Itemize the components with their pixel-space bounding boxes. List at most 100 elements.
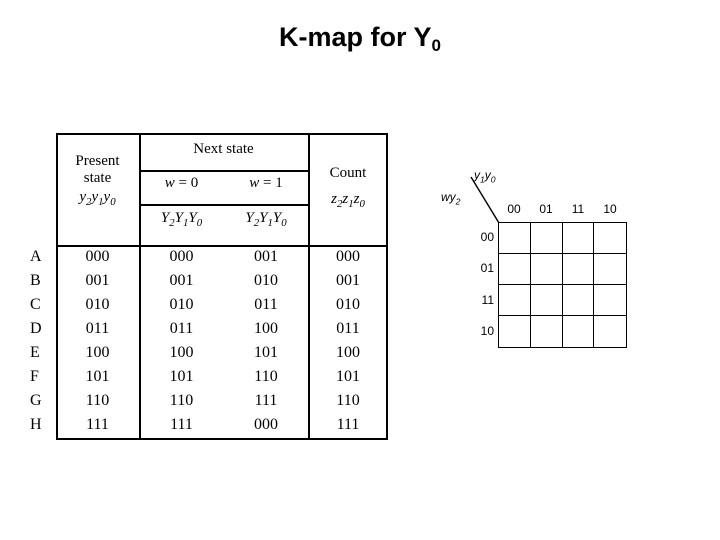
cell-present-state: 111 bbox=[86, 416, 109, 433]
state-row-label: D bbox=[30, 320, 42, 337]
header-present-state-vars: y2y1y0 bbox=[79, 189, 116, 208]
cell-count: 010 bbox=[336, 296, 360, 313]
kmap-cell[interactable] bbox=[562, 254, 595, 285]
cell-present-state: 010 bbox=[85, 296, 110, 313]
kmap-cell[interactable] bbox=[530, 223, 563, 254]
header-count-label: Count bbox=[329, 165, 367, 181]
kmap-cell[interactable] bbox=[594, 285, 626, 316]
cell-next-state-w0: 110 bbox=[169, 392, 194, 409]
cell-next-state-w0: 100 bbox=[169, 344, 194, 361]
kmap-row-label: 00 bbox=[480, 230, 494, 244]
cell-present-state: 100 bbox=[85, 344, 110, 361]
state-row-label: F bbox=[30, 368, 39, 385]
cell-next-state-w0: 011 bbox=[169, 320, 194, 337]
kmap-cell[interactable] bbox=[530, 254, 563, 285]
header-next-vars-w0: Y2Y1Y0 bbox=[160, 210, 203, 229]
kmap-left-variable-label: wy2 bbox=[441, 190, 461, 207]
table-divider-present-next bbox=[139, 133, 141, 440]
cell-next-state-w0: 101 bbox=[169, 368, 194, 385]
cell-next-state-w1: 101 bbox=[254, 344, 278, 361]
kmap-row-label: 01 bbox=[480, 261, 494, 275]
table-divider-header-body bbox=[56, 245, 388, 247]
table-row: 100 100 101 100 bbox=[56, 341, 388, 365]
state-row-label: G bbox=[30, 392, 42, 409]
kmap-top-variable-label: y1y0 bbox=[474, 168, 496, 185]
table-row: 110 110 111 110 bbox=[56, 389, 388, 413]
header-next-state: Next state bbox=[193, 141, 254, 157]
table-divider-next-count bbox=[308, 133, 310, 440]
cell-next-state-w1: 001 bbox=[254, 248, 278, 265]
cell-next-state-w0: 000 bbox=[169, 248, 194, 265]
kmap-grid bbox=[498, 222, 627, 348]
cell-present-state: 000 bbox=[85, 248, 110, 265]
cell-count: 100 bbox=[336, 344, 360, 361]
kmap-cell[interactable] bbox=[530, 285, 563, 316]
kmap-row-label: 10 bbox=[480, 324, 494, 338]
cell-count: 000 bbox=[336, 248, 360, 265]
cell-count: 101 bbox=[336, 368, 360, 385]
header-present-state-line1: Present bbox=[75, 153, 120, 169]
header-present-state: Present state y2y1y0 bbox=[56, 153, 139, 211]
kmap-corner-diagonal-line bbox=[470, 176, 500, 224]
kmap-column-label: 00 bbox=[507, 202, 521, 216]
table-row: 010 010 011 010 bbox=[56, 293, 388, 317]
table-row: 000 000 001 000 bbox=[56, 245, 388, 269]
cell-present-state: 110 bbox=[85, 392, 110, 409]
table-outer-border bbox=[56, 133, 388, 440]
cell-present-state: 101 bbox=[85, 368, 110, 385]
kmap-cell[interactable] bbox=[499, 285, 531, 316]
page-title-main: K-map for Y bbox=[279, 22, 432, 52]
state-row-label: B bbox=[30, 272, 41, 289]
state-row-label: E bbox=[30, 344, 40, 361]
kmap-cell[interactable] bbox=[499, 316, 531, 347]
header-present-state-line2: state bbox=[83, 170, 112, 186]
cell-present-state: 001 bbox=[85, 272, 110, 289]
cell-next-state-w1: 100 bbox=[254, 320, 278, 337]
header-next-vars-w1: Y2Y1Y0 bbox=[245, 210, 287, 229]
table-divider-nextstate-w bbox=[139, 170, 308, 172]
state-row-label: C bbox=[30, 296, 41, 313]
page-title-subscript: 0 bbox=[431, 36, 441, 55]
kmap-cell[interactable] bbox=[563, 316, 595, 347]
cell-next-state-w1: 010 bbox=[254, 272, 278, 289]
table-divider-w-vars bbox=[139, 204, 308, 206]
cell-count: 111 bbox=[336, 416, 360, 433]
table-row: 011 011 100 011 bbox=[56, 317, 388, 341]
kmap-column-label: 11 bbox=[571, 202, 585, 216]
state-row-label: A bbox=[30, 248, 42, 265]
table-row: 111 111 000 111 bbox=[56, 413, 388, 437]
kmap-cell[interactable] bbox=[531, 316, 563, 347]
table-row: 001 001 010 001 bbox=[56, 269, 388, 293]
cell-next-state-w1: 011 bbox=[254, 296, 278, 313]
kmap-cell[interactable] bbox=[499, 254, 531, 285]
cell-count: 110 bbox=[336, 392, 360, 409]
kmap-row-label: 11 bbox=[481, 293, 494, 307]
header-count: Count z2z1z0 bbox=[308, 165, 388, 213]
cell-next-state-w0: 111 bbox=[170, 416, 193, 433]
kmap-column-label: 10 bbox=[603, 202, 617, 216]
cell-present-state: 011 bbox=[85, 320, 110, 337]
cell-next-state-w1: 110 bbox=[254, 368, 278, 385]
cell-next-state-w1: 000 bbox=[254, 416, 278, 433]
header-w-equals-1: w = 1 bbox=[249, 175, 283, 191]
cell-count: 001 bbox=[336, 272, 360, 289]
state-row-label: H bbox=[30, 416, 42, 433]
header-w-equals-0: w = 0 bbox=[164, 175, 199, 191]
kmap-cell[interactable] bbox=[499, 223, 531, 254]
cell-next-state-w1: 111 bbox=[254, 392, 278, 409]
page-title: K-map for Y0 bbox=[0, 22, 720, 56]
state-row-label-column: A B C D E F G H bbox=[30, 245, 52, 437]
kmap-column-label: 01 bbox=[539, 202, 553, 216]
cell-next-state-w0: 010 bbox=[169, 296, 194, 313]
header-count-vars: z2z1z0 bbox=[331, 191, 365, 210]
kmap-cell[interactable] bbox=[562, 223, 595, 254]
state-transition-table: Present state y2y1y0 Next state w = 0 w … bbox=[56, 133, 388, 440]
karnaugh-map: y1y0 wy2 00 01 11 10 00 01 11 10 bbox=[440, 140, 640, 355]
kmap-cell[interactable] bbox=[594, 223, 626, 254]
cell-next-state-w0: 001 bbox=[169, 272, 194, 289]
table-body: 000 000 001 000 001 001 010 001 010 010 … bbox=[56, 245, 388, 437]
cell-count: 011 bbox=[336, 320, 360, 337]
kmap-cell[interactable] bbox=[594, 316, 626, 347]
kmap-cell[interactable] bbox=[562, 285, 595, 316]
kmap-cell[interactable] bbox=[594, 254, 626, 285]
